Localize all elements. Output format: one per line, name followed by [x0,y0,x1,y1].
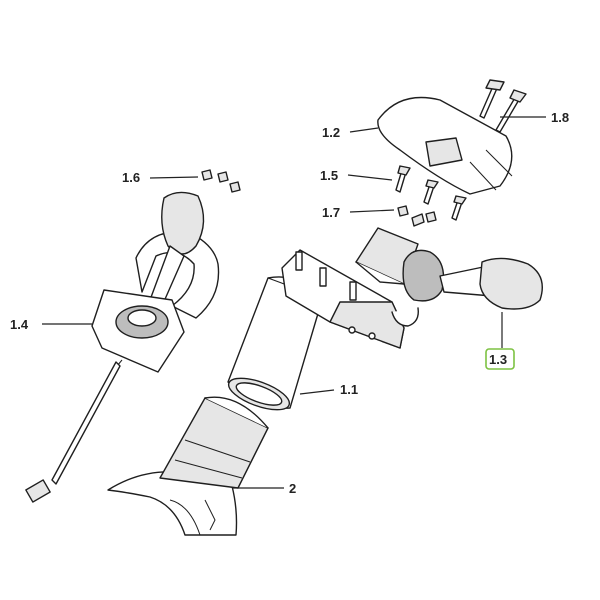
tube-mount-bracket[interactable] [281,249,405,349]
callout-2[interactable]: 2 [289,481,296,496]
part-1-1-tube[interactable] [225,276,323,416]
callout-1-8[interactable]: 1.8 [551,110,569,125]
callout-1-1[interactable]: 1.1 [340,382,358,397]
highlight-box-1-3 [485,348,515,370]
leader-lines [42,116,546,489]
part-1-6-small-screws[interactable] [201,169,241,193]
callout-1-4[interactable]: 1.4 [10,317,29,332]
part-1-2-top-cover[interactable] [377,96,513,195]
part-1-7-small-screws[interactable] [397,205,437,227]
part-1-5-screws[interactable] [395,165,467,221]
part-1-3-lever-switch[interactable] [355,227,543,327]
part-1-8-screws[interactable] [479,79,527,133]
callout-labels: 1.8 1.2 1.6 1.5 1.7 1.4 1.3 1.1 2 [10,110,569,496]
part-1-4-switch-assembly[interactable] [25,191,220,503]
part-2-column-base[interactable] [107,396,269,536]
callout-1-5[interactable]: 1.5 [320,168,338,183]
callout-1-2[interactable]: 1.2 [322,125,340,140]
callout-1-3[interactable]: 1.3 [489,352,507,367]
callout-1-6[interactable]: 1.6 [122,170,140,185]
callout-1-7[interactable]: 1.7 [322,205,340,220]
